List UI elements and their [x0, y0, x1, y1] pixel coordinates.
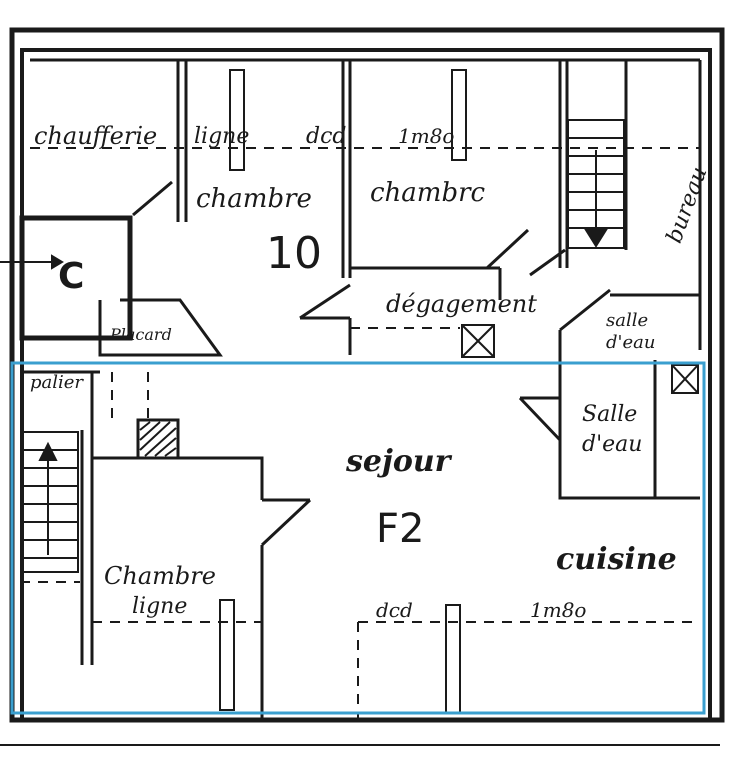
vent-boxes: [461, 324, 699, 394]
label-salle-eau-bottom-1: Salle: [582, 402, 638, 427]
label-cuisine: cuisine: [556, 542, 677, 577]
label-chambre-bottom: Chambre: [104, 562, 216, 590]
label-chambre-right: chambrc: [370, 178, 486, 208]
chimney: [136, 418, 180, 460]
dashed-lines: [20, 147, 700, 720]
label-dcd-bottom: dcd: [376, 598, 413, 622]
label-ligne-bottom: ligne: [132, 594, 188, 619]
entry-arrow: [0, 254, 64, 270]
label-unit-f2: F2: [376, 506, 425, 552]
label-salle-eau-bottom-2: d'eau: [582, 432, 643, 457]
label-tmbo-bottom: 1m8o: [530, 598, 587, 622]
label-dcd-top: dcd: [306, 124, 347, 149]
label-salle-eau-top: salle d'eau: [606, 310, 656, 353]
stairs-bottom: [21, 431, 79, 573]
label-c-closet: C: [58, 256, 85, 297]
interior-walls: [19, 58, 702, 720]
label-unit-10: 10: [266, 228, 322, 279]
stairs-top: [567, 119, 625, 249]
label-tmbo-top: 1m8o: [398, 124, 455, 148]
label-chaufferie: chaufferie: [34, 122, 158, 150]
label-ligne-top: ligne: [194, 124, 250, 149]
label-sejour: sejour: [346, 444, 451, 479]
highlight-frame: [10, 361, 706, 715]
label-chambre-left: chambre: [196, 184, 312, 214]
label-placard: Placard: [110, 325, 172, 344]
label-degagement: dégagement: [386, 290, 537, 318]
label-palier: palier: [30, 372, 84, 393]
